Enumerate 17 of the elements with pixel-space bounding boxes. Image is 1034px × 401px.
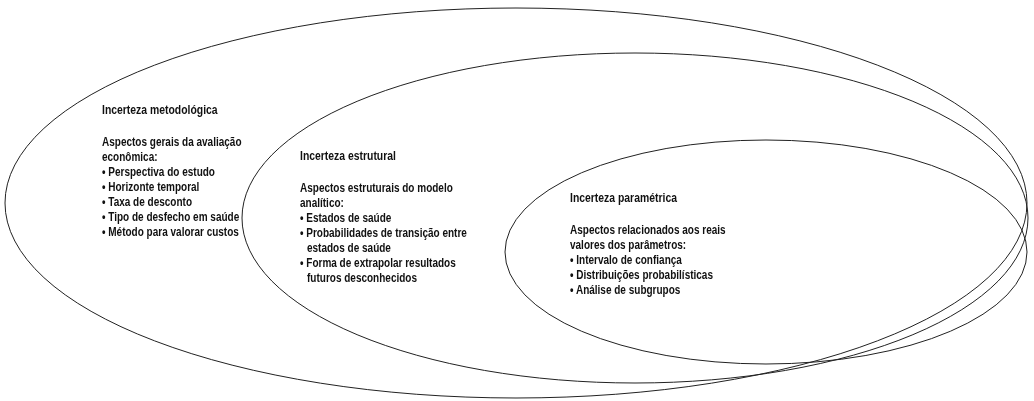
bullet-item: • Tipo de desfecho em saúde: [102, 210, 241, 225]
region-heading: Incerteza estrutural: [300, 148, 397, 163]
bullet-item: • Horizonte temporal: [102, 180, 201, 195]
bullet-item: • Análise de subgrupos: [570, 283, 682, 298]
bullet-item: • Forma de extrapolar resultados futuros desconhecidos: [300, 256, 457, 286]
bullet-item: • Método para valorar custos: [102, 225, 240, 240]
region-description: Aspectos gerais da avaliação econômica:: [102, 135, 243, 165]
region-description: Aspectos estruturais do modelo analítico:: [300, 181, 454, 211]
bullet-item: • Estados de saúde: [300, 211, 393, 226]
bullet-item: • Perspectiva do estudo: [102, 165, 216, 180]
bullet-item: • Probabilidades de transição entre estados de saúde: [300, 226, 468, 256]
region-heading: Incerteza paramétrica: [570, 190, 678, 205]
region-description: Aspectos relacionados aos reais valores dos parâmetros:: [570, 223, 727, 253]
region-heading: Incerteza metodológica: [102, 102, 219, 117]
bullet-item: • Intervalo de confiança: [570, 253, 683, 268]
bullet-item: • Taxa de desconto: [102, 195, 193, 210]
bullet-item: • Distribuições probabilísticas: [570, 268, 714, 283]
